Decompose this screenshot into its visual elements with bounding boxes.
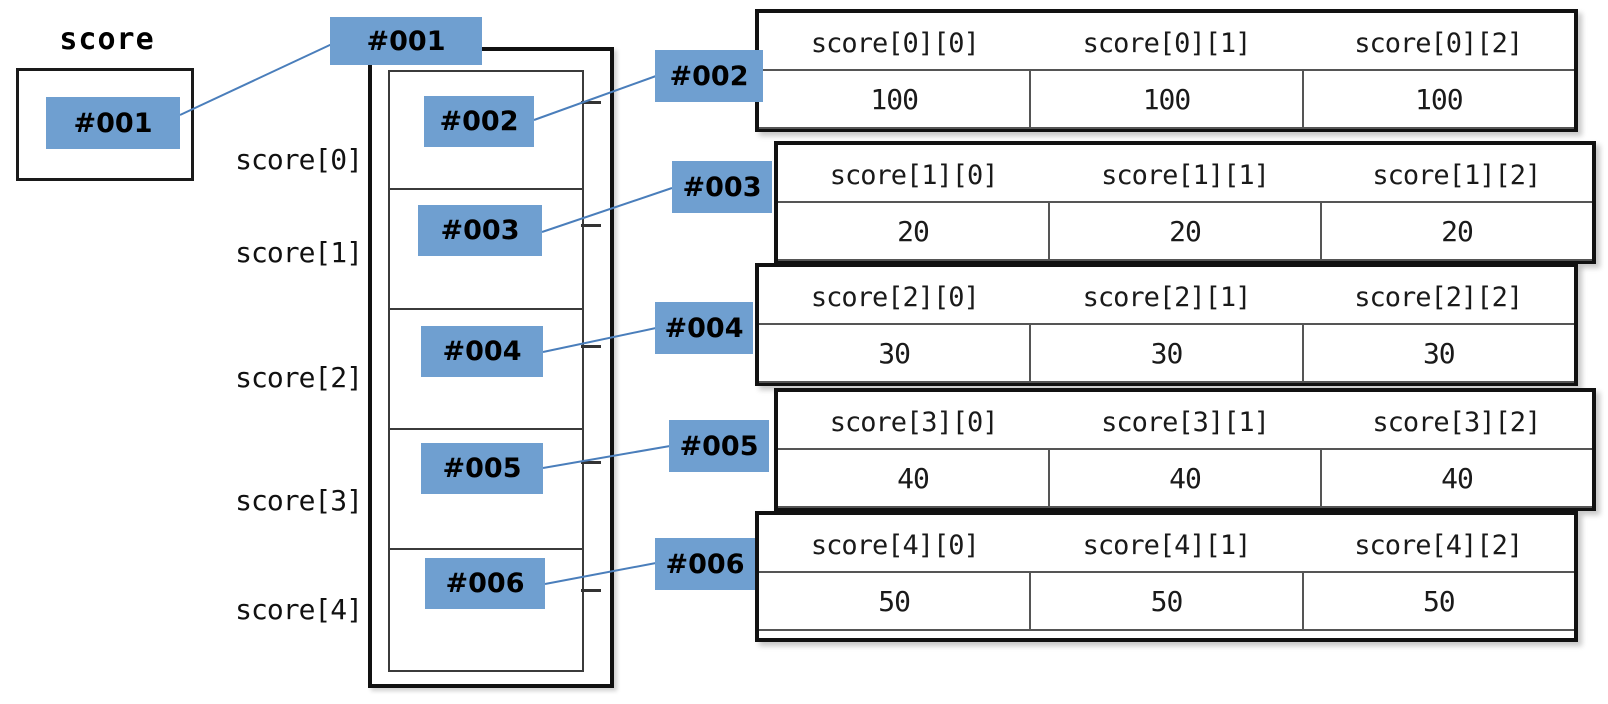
outer-address-tag-006: #006 bbox=[655, 538, 755, 590]
element-table-0-header-row: score[0][0] score[0][1] score[0][2] bbox=[759, 17, 1574, 69]
row-label-1: score[1] bbox=[235, 236, 363, 269]
header-cell: score[1][0] bbox=[829, 159, 999, 191]
header-cell: score[0][1] bbox=[1082, 27, 1252, 59]
element-table-3: score[3][0] score[3][1] score[3][2] 40 4… bbox=[774, 388, 1596, 511]
header-cell: score[0][2] bbox=[1354, 27, 1523, 59]
header-cell: score[2][2] bbox=[1354, 281, 1523, 313]
value-cell: 50 bbox=[759, 573, 1032, 629]
array-cell-1 bbox=[388, 190, 584, 310]
value-cell: 20 bbox=[1441, 214, 1474, 248]
array-cell-2 bbox=[388, 310, 584, 430]
array-cell-tag-003: #003 bbox=[418, 205, 542, 256]
value-cell: 100 bbox=[1415, 82, 1464, 116]
element-table-4-header-row: score[4][0] score[4][1] score[4][2] bbox=[759, 519, 1574, 571]
connector-tick-2 bbox=[581, 345, 601, 348]
element-table-4: score[4][0] score[4][1] score[4][2] 50 5… bbox=[755, 511, 1578, 642]
element-table-1-header-row: score[1][0] score[1][1] score[1][2] bbox=[778, 149, 1592, 201]
element-table-3-header-row: score[3][0] score[3][1] score[3][2] bbox=[778, 396, 1592, 448]
value-cell: 50 bbox=[1422, 584, 1456, 618]
array-cell-tag-006: #006 bbox=[425, 558, 545, 609]
value-cell: 50 bbox=[1031, 573, 1304, 629]
array-cell-0 bbox=[388, 70, 584, 190]
connector-tick-4 bbox=[581, 589, 601, 592]
value-cell: 30 bbox=[1031, 325, 1304, 381]
row-label-3: score[3] bbox=[235, 484, 363, 517]
connector-tick-1 bbox=[581, 224, 601, 227]
value-cell: 40 bbox=[778, 450, 1050, 506]
header-cell: score[3][0] bbox=[829, 406, 999, 438]
outer-address-tag-005: #005 bbox=[669, 420, 769, 472]
value-cell: 40 bbox=[1441, 461, 1474, 495]
element-table-1-value-row: 20 20 20 bbox=[778, 201, 1592, 261]
header-cell: score[2][1] bbox=[1082, 281, 1252, 313]
connector-tick-3 bbox=[581, 461, 601, 464]
element-table-2: score[2][0] score[2][1] score[2][2] 30 3… bbox=[755, 263, 1578, 386]
value-cell: 30 bbox=[759, 325, 1032, 381]
array-cell-3 bbox=[388, 430, 584, 550]
row-label-2: score[2] bbox=[235, 361, 363, 394]
score-variable-title: score bbox=[59, 22, 155, 57]
value-cell: 100 bbox=[759, 71, 1032, 127]
outer-address-tag-002: #002 bbox=[655, 50, 763, 102]
element-table-3-value-row: 40 40 40 bbox=[778, 448, 1592, 508]
header-cell: score[1][2] bbox=[1372, 159, 1541, 191]
value-cell: 30 bbox=[1422, 336, 1456, 370]
row-label-0: score[0] bbox=[235, 143, 363, 176]
header-cell: score[3][1] bbox=[1101, 406, 1270, 438]
element-table-0-value-row: 100 100 100 bbox=[759, 69, 1574, 129]
value-cell: 100 bbox=[1031, 71, 1304, 127]
header-cell: score[4][1] bbox=[1082, 529, 1252, 561]
element-table-2-header-row: score[2][0] score[2][1] score[2][2] bbox=[759, 271, 1574, 323]
element-table-4-value-row: 50 50 50 bbox=[759, 571, 1574, 631]
array-cell-tag-005: #005 bbox=[421, 443, 543, 494]
header-cell: score[2][0] bbox=[810, 281, 980, 313]
header-cell: score[1][1] bbox=[1101, 159, 1270, 191]
connector-tick-0 bbox=[581, 101, 601, 104]
element-table-0: score[0][0] score[0][1] score[0][2] 100 … bbox=[755, 9, 1578, 132]
array-cell-tag-004: #004 bbox=[421, 326, 543, 377]
element-table-2-value-row: 30 30 30 bbox=[759, 323, 1574, 383]
row-label-4: score[4] bbox=[235, 593, 363, 626]
header-cell: score[3][2] bbox=[1372, 406, 1541, 438]
value-cell: 40 bbox=[1050, 450, 1322, 506]
address-tag-001-pointer: #001 bbox=[46, 97, 180, 149]
array-cell-tag-002: #002 bbox=[424, 96, 534, 147]
address-tag-001-array: #001 bbox=[330, 17, 482, 65]
header-cell: score[0][0] bbox=[810, 27, 980, 59]
header-cell: score[4][0] bbox=[810, 529, 980, 561]
outer-address-tag-003: #003 bbox=[672, 161, 772, 213]
value-cell: 20 bbox=[778, 203, 1050, 259]
element-table-1: score[1][0] score[1][1] score[1][2] 20 2… bbox=[774, 141, 1596, 264]
outer-address-tag-004: #004 bbox=[655, 302, 753, 354]
value-cell: 20 bbox=[1050, 203, 1322, 259]
header-cell: score[4][2] bbox=[1354, 529, 1523, 561]
